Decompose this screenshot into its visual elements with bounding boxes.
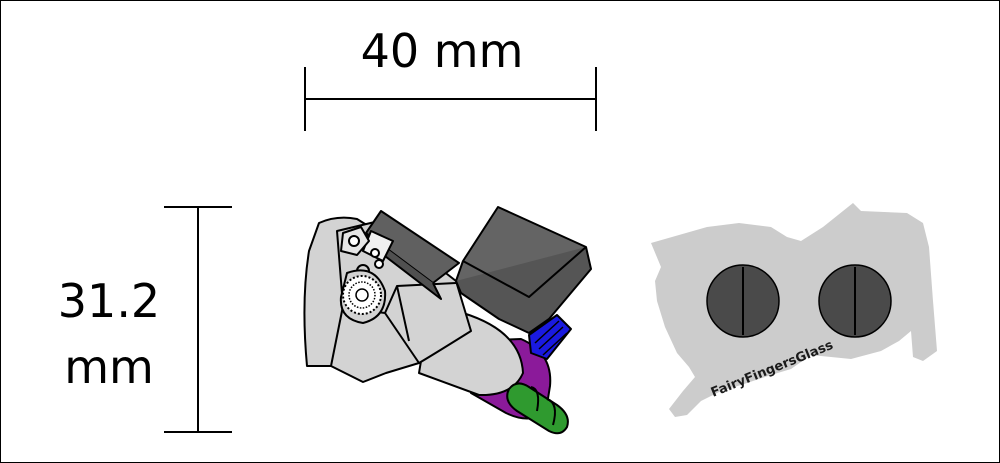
silhouette-body <box>651 203 937 417</box>
green-knob <box>506 382 569 435</box>
hole-bottom <box>374 259 384 269</box>
height-dimension-value: 31.2 <box>58 274 160 328</box>
screw-icon <box>818 264 892 338</box>
device-side-view <box>303 206 592 435</box>
screw-icon <box>340 226 370 256</box>
width-dimension: 40 mm <box>304 24 597 131</box>
blue-ridge <box>528 314 572 360</box>
screw-icon <box>706 264 780 338</box>
height-dimension: 31.2 mm <box>58 206 232 433</box>
width-dimension-label: 40 mm <box>361 24 524 78</box>
knurled-wheel-icon <box>339 269 387 324</box>
device-silhouette: FairyFingersGlass <box>651 203 937 417</box>
hole-top <box>370 248 380 258</box>
height-dimension-unit: mm <box>64 340 154 394</box>
